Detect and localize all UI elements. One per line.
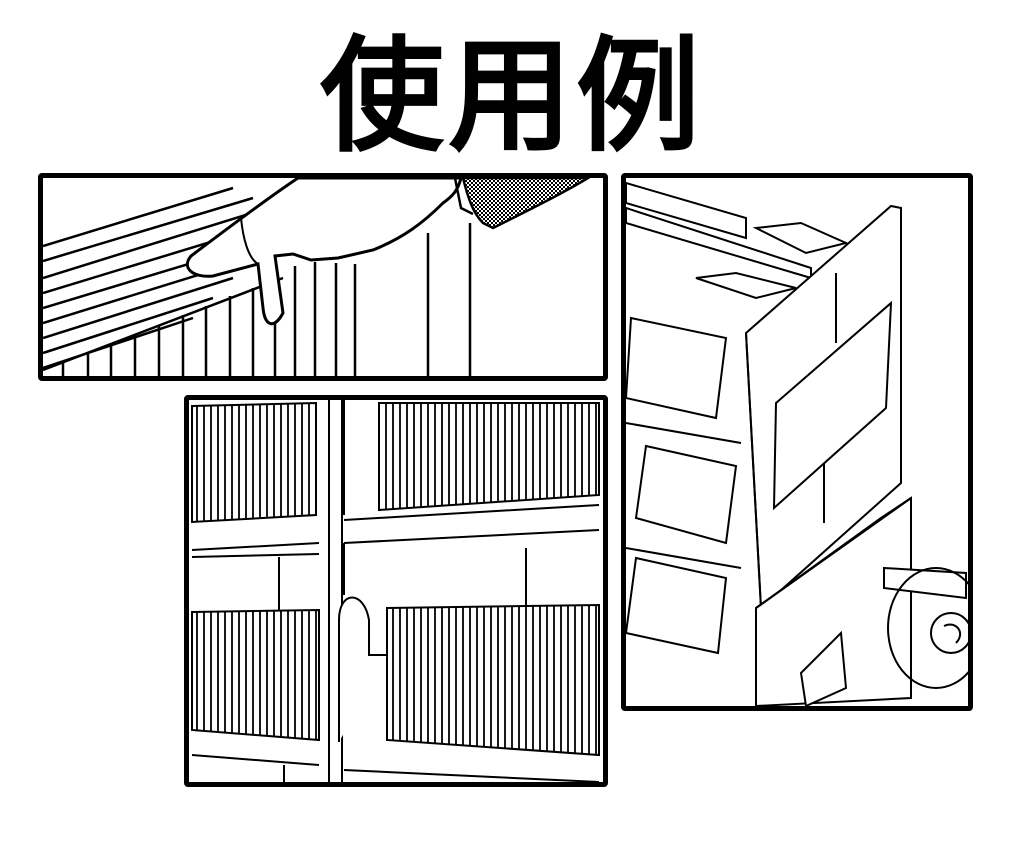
shelf-unit-illustration [626, 181, 968, 706]
comic-panel-shelf-unit [621, 173, 973, 711]
comic-panel-shelf-front [184, 395, 608, 787]
page-title: 使用例 [319, 25, 704, 169]
comic-panel-hand-on-shelf [38, 173, 608, 381]
hand-on-shelf-illustration [43, 178, 591, 376]
shelf-front-illustration [191, 400, 600, 782]
